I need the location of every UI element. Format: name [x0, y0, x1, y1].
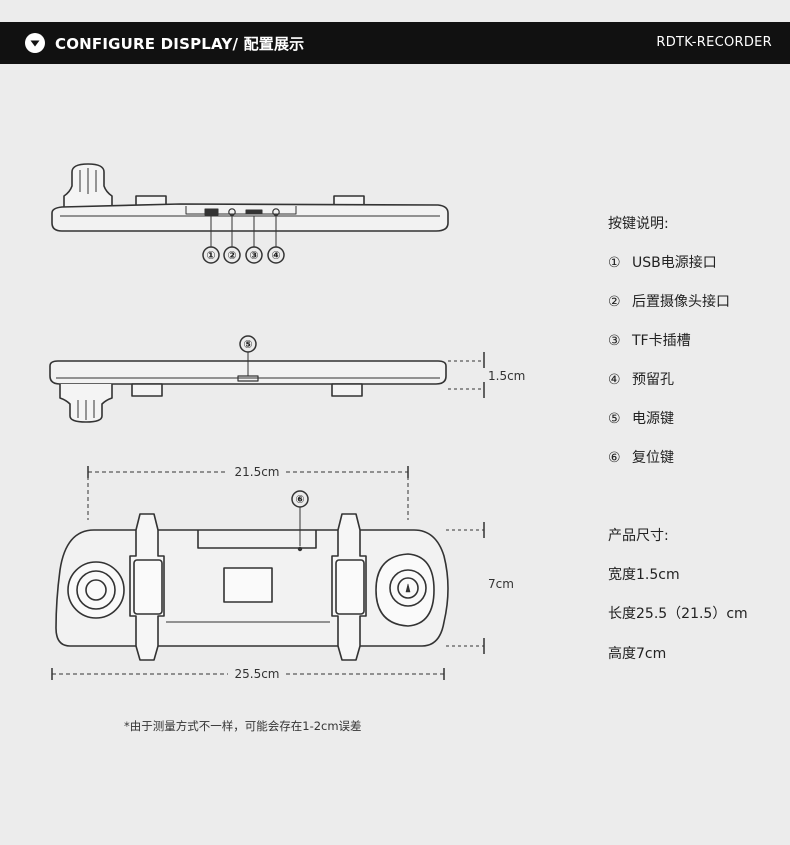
legend-num: ⑥	[608, 450, 621, 466]
legend-label: 后置摄像头接口	[632, 294, 730, 310]
callout-2: ②	[227, 249, 236, 262]
size-height: 高度7cm	[608, 646, 667, 662]
legend-label: USB电源接口	[632, 255, 717, 271]
dim-height: 7cm	[488, 577, 514, 591]
legend-num: ④	[608, 372, 621, 388]
page-title: CONFIGURE DISPLAY/ 配置展示	[55, 35, 305, 53]
callout-6: ⑥	[295, 493, 304, 506]
callout-3: ③	[249, 249, 258, 262]
size-width: 宽度1.5cm	[608, 567, 680, 583]
legend-item: ⑥ 复位键	[608, 447, 674, 467]
legend-label: 预留孔	[632, 372, 674, 388]
legend-num: ⑤	[608, 411, 621, 427]
chevron-down-glyph	[30, 40, 40, 47]
legend-num: ①	[608, 255, 621, 271]
side-view	[49, 335, 485, 423]
header-bar: CONFIGURE DISPLAY/ 配置展示 RDTK-RECORDER	[0, 22, 790, 64]
size-length: 长度25.5（21.5）cm	[608, 606, 748, 622]
chevron-down-icon	[25, 33, 45, 53]
legend-item: ② 后置摄像头接口	[608, 291, 730, 311]
legend-item: ⑤ 电源键	[608, 408, 674, 428]
legend-item: ④ 预留孔	[608, 369, 674, 389]
top-view	[51, 163, 449, 264]
legend-item: ③ TF卡插槽	[608, 330, 691, 350]
dim-inner-width: 21.5cm	[234, 465, 279, 479]
buttons-heading: 按键说明:	[608, 216, 669, 232]
legend-label: 复位键	[632, 450, 674, 466]
callout-1: ①	[206, 249, 215, 262]
dim-outer-width: 25.5cm	[234, 667, 279, 681]
size-heading: 产品尺寸:	[608, 528, 669, 544]
legend-num: ②	[608, 294, 621, 310]
legend-num: ③	[608, 333, 621, 349]
callout-5: ⑤	[243, 338, 252, 351]
brand-label: RDTK-RECORDER	[656, 35, 772, 50]
dim-thickness: 1.5cm	[488, 369, 525, 383]
callout-4: ④	[271, 249, 280, 262]
legend-item: ① USB电源接口	[608, 252, 717, 272]
legend-label: TF卡插槽	[632, 333, 691, 349]
legend-label: 电源键	[632, 411, 674, 427]
measurement-footnote: *由于测量方式不一样，可能会存在1-2cm误差	[124, 719, 362, 733]
front-view	[51, 466, 485, 680]
